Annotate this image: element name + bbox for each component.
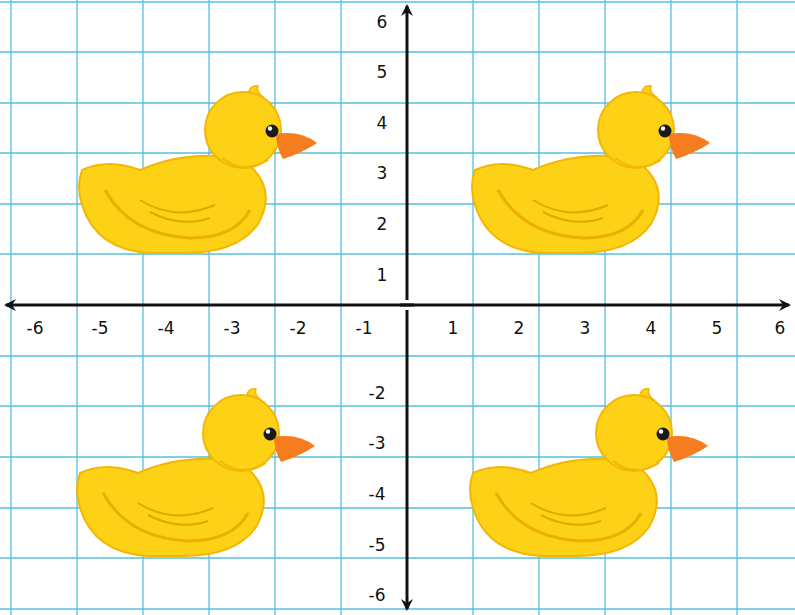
axis-label: -6 [369,587,386,604]
axis-label: -6 [27,320,44,337]
axis-label: -4 [158,320,175,337]
duck-illustration [77,389,315,556]
axis-label: -5 [369,537,386,554]
axes [6,6,789,609]
axis-label: -3 [224,320,241,337]
duck-illustration [470,389,708,556]
axis-label: 6 [377,14,388,31]
axis-label: -5 [92,320,109,337]
axis-label: -2 [369,385,386,402]
axis-label: -1 [356,320,373,337]
duck-illustration [79,86,317,253]
axis-label: 4 [377,115,388,132]
axis-label: 3 [377,165,388,182]
axis-label: 4 [646,320,657,337]
axis-label: 5 [377,64,388,81]
axis-label: 6 [775,320,786,337]
axis-label: 2 [514,320,525,337]
axis-label: -2 [290,320,307,337]
axis-label: 2 [377,216,388,233]
axis-label: 1 [377,267,388,284]
axis-label: 3 [580,320,591,337]
axis-label: -3 [369,435,386,452]
duck-illustration [472,86,710,253]
axis-label: -4 [369,486,386,503]
axis-label: 1 [448,320,459,337]
axis-label: 5 [712,320,723,337]
